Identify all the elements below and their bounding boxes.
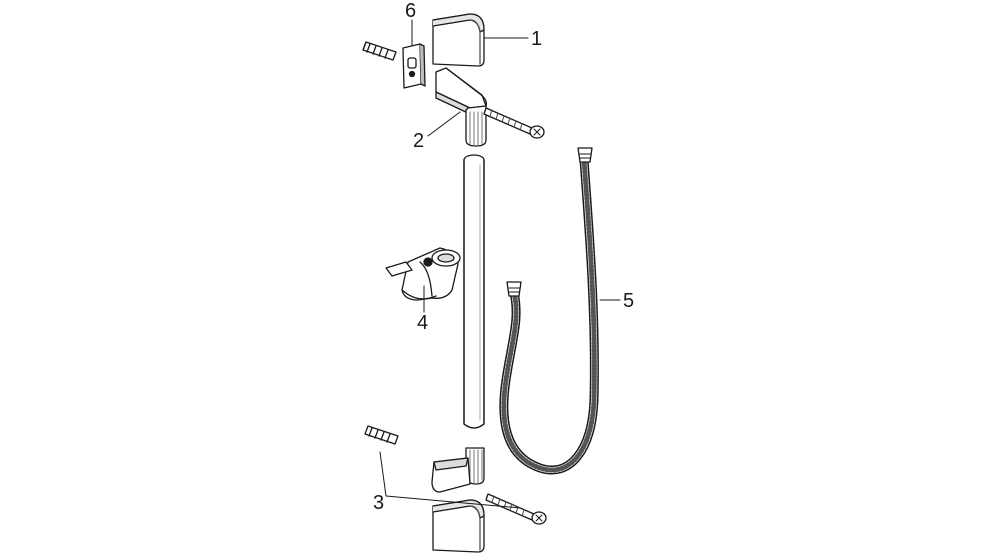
lower-bracket <box>431 447 485 493</box>
wall-plate <box>402 43 426 89</box>
screw-bottom <box>485 493 547 525</box>
wall-plug-bottom <box>364 425 399 445</box>
upper-bracket <box>435 67 488 147</box>
screw-top <box>483 107 545 139</box>
callout-4: 4 <box>417 312 429 334</box>
bottom-cover-cap <box>432 499 485 553</box>
slide-rail <box>463 154 485 429</box>
callout-3: 3 <box>373 492 385 514</box>
callout-6: 6 <box>405 0 417 22</box>
shower-hose <box>499 147 599 475</box>
callout-2: 2 <box>413 130 425 152</box>
callout-5: 5 <box>623 290 635 312</box>
callout-1: 1 <box>531 28 543 50</box>
leader-lines <box>379 19 621 509</box>
top-cover-cap <box>432 13 485 67</box>
handshower-slider <box>385 247 461 301</box>
wall-plug-top <box>362 41 397 61</box>
